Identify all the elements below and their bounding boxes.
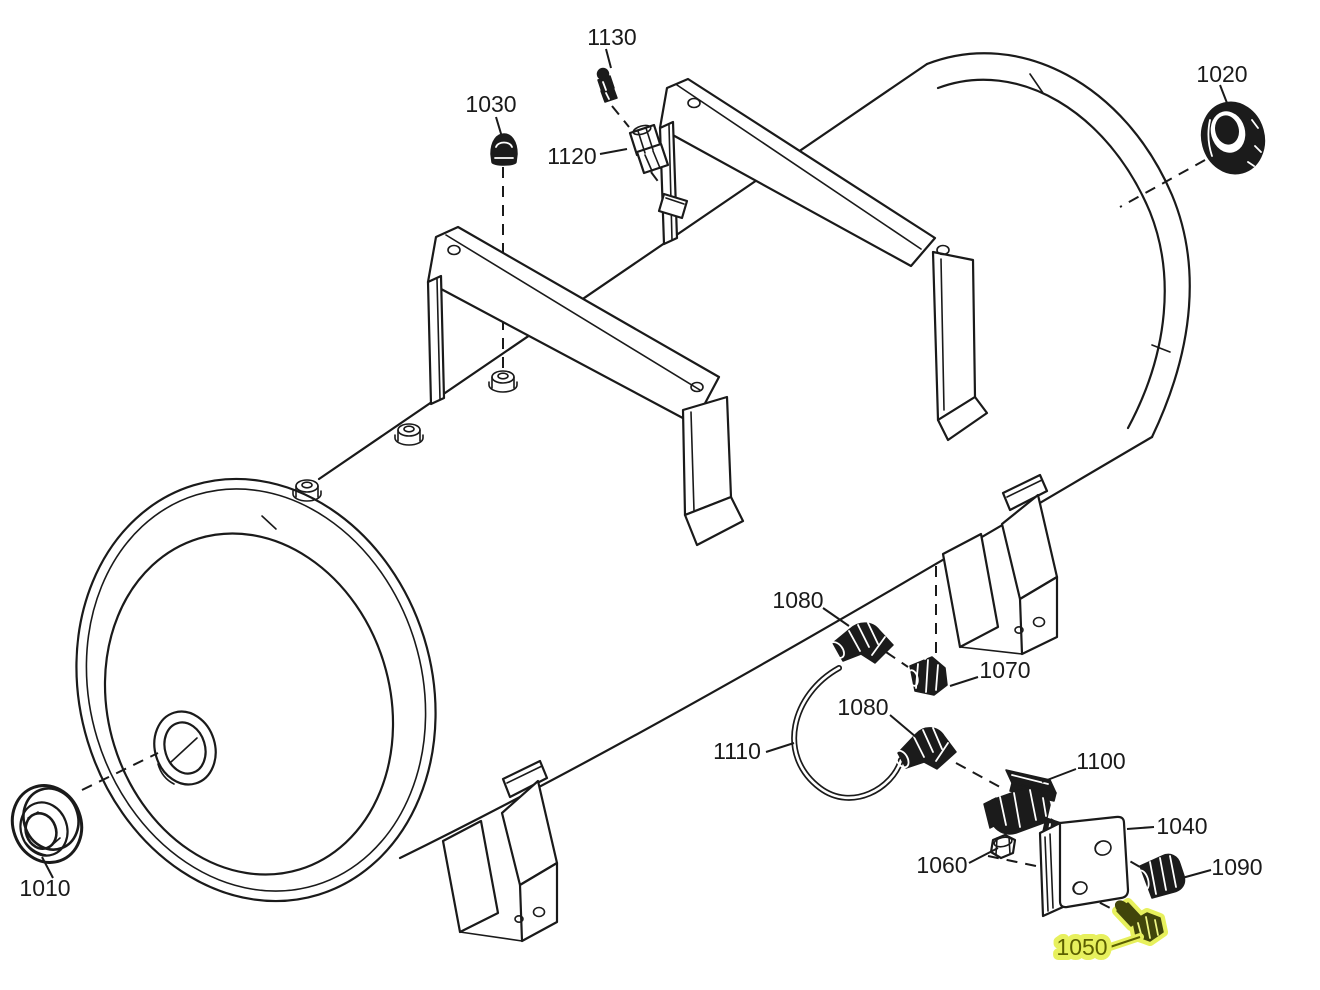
callout-leader-1110 <box>765 742 795 753</box>
callout-leader-1060 <box>968 847 999 864</box>
strap-bolt-hole <box>690 381 704 393</box>
callout-1080a[interactable]: 1080 <box>772 587 823 613</box>
tank-bottom-silhouette <box>398 435 1154 860</box>
leg-bolt-hole <box>532 906 546 918</box>
part-1090-hex-plug[interactable] <box>1135 853 1186 899</box>
part-1030-cap-nut[interactable] <box>490 133 518 166</box>
part-1110-hose[interactable] <box>791 665 904 801</box>
part-1070-fitting[interactable] <box>907 651 948 696</box>
strap-bolt-hole <box>936 244 950 256</box>
strap-bolt-hole <box>447 244 461 256</box>
callout-1120[interactable]: 1120 <box>547 143 596 169</box>
callout-1070[interactable]: 1070 <box>979 657 1030 683</box>
part-1040-mount-plate[interactable] <box>1038 815 1130 918</box>
tank-body <box>75 52 1191 903</box>
callout-leader-1120 <box>599 148 628 155</box>
tank-right-end-rim <box>936 78 1166 430</box>
callout-leader-1080b <box>889 714 917 738</box>
callout-leader-1010 <box>41 856 54 879</box>
front-mounting-strap <box>426 225 745 547</box>
leg-bolt-hole <box>1014 625 1024 634</box>
leg-bolt-hole <box>1032 616 1046 628</box>
strap-foot <box>683 495 745 547</box>
callout-leader-1090 <box>1181 869 1212 879</box>
strap-bolt-hole <box>687 97 701 109</box>
part-1010-tank-plug[interactable] <box>2 776 93 873</box>
part-1130-fitting[interactable] <box>596 67 618 103</box>
callout-leader-1080a <box>822 607 850 627</box>
tank-front-port <box>153 710 217 786</box>
strap-foot <box>936 395 989 442</box>
callout-leader-1100 <box>1041 768 1077 783</box>
callout-leader-1070 <box>949 676 979 687</box>
callout-1050[interactable]: 1050 <box>1051 929 1112 965</box>
weld-seam-tick <box>261 515 277 530</box>
tank-left-end-outer <box>75 477 437 903</box>
tank-bung <box>394 423 424 446</box>
callout-1040[interactable]: 1040 <box>1156 813 1207 839</box>
callout-1010[interactable]: 1010 <box>19 875 70 901</box>
part-1120-fitting[interactable] <box>628 123 670 175</box>
part-1080-elbow-upper[interactable] <box>827 622 894 664</box>
part-1020-tank-plug[interactable] <box>1194 95 1273 181</box>
callout-leader-1020 <box>1219 84 1228 104</box>
callout-leader-1030 <box>495 116 503 138</box>
callout-1060[interactable]: 1060 <box>916 852 967 878</box>
part-1060-nut[interactable] <box>989 833 1017 860</box>
leg-bolt-hole <box>514 914 524 923</box>
right-leg-bracket <box>941 473 1059 656</box>
callout-leader-1050 <box>1109 936 1141 948</box>
callout-labels: 1130 1120 1030 1020 1010 1080 1070 1080 1110 1100… <box>19 24 1262 965</box>
callout-1110[interactable]: 1110 <box>713 738 761 764</box>
callout-1020[interactable]: 1020 <box>1196 61 1247 87</box>
tank-top-silhouette <box>317 62 929 481</box>
callout-leader-1040 <box>1126 826 1155 830</box>
tank-left-end-dish <box>103 532 395 876</box>
tank-left-end-rim <box>85 488 427 892</box>
callout-1030[interactable]: 1030 <box>465 91 516 117</box>
tank-right-end-outer <box>925 52 1191 439</box>
left-leg-bracket <box>441 759 559 943</box>
tank-mount-tab <box>657 192 689 220</box>
callout-1080b[interactable]: 1080 <box>837 694 888 720</box>
tank-bung <box>488 370 518 393</box>
rear-mounting-strap <box>657 77 989 442</box>
callout-1090[interactable]: 1090 <box>1211 854 1262 880</box>
callout-leader-1130 <box>605 48 612 69</box>
callout-1130[interactable]: 1130 <box>587 24 636 50</box>
part-1080-elbow-lower[interactable] <box>893 727 957 770</box>
weld-seam-tick <box>1029 73 1171 353</box>
callout-1100[interactable]: 1100 <box>1076 748 1125 774</box>
part-1100-ball-valve[interactable] <box>983 769 1065 843</box>
